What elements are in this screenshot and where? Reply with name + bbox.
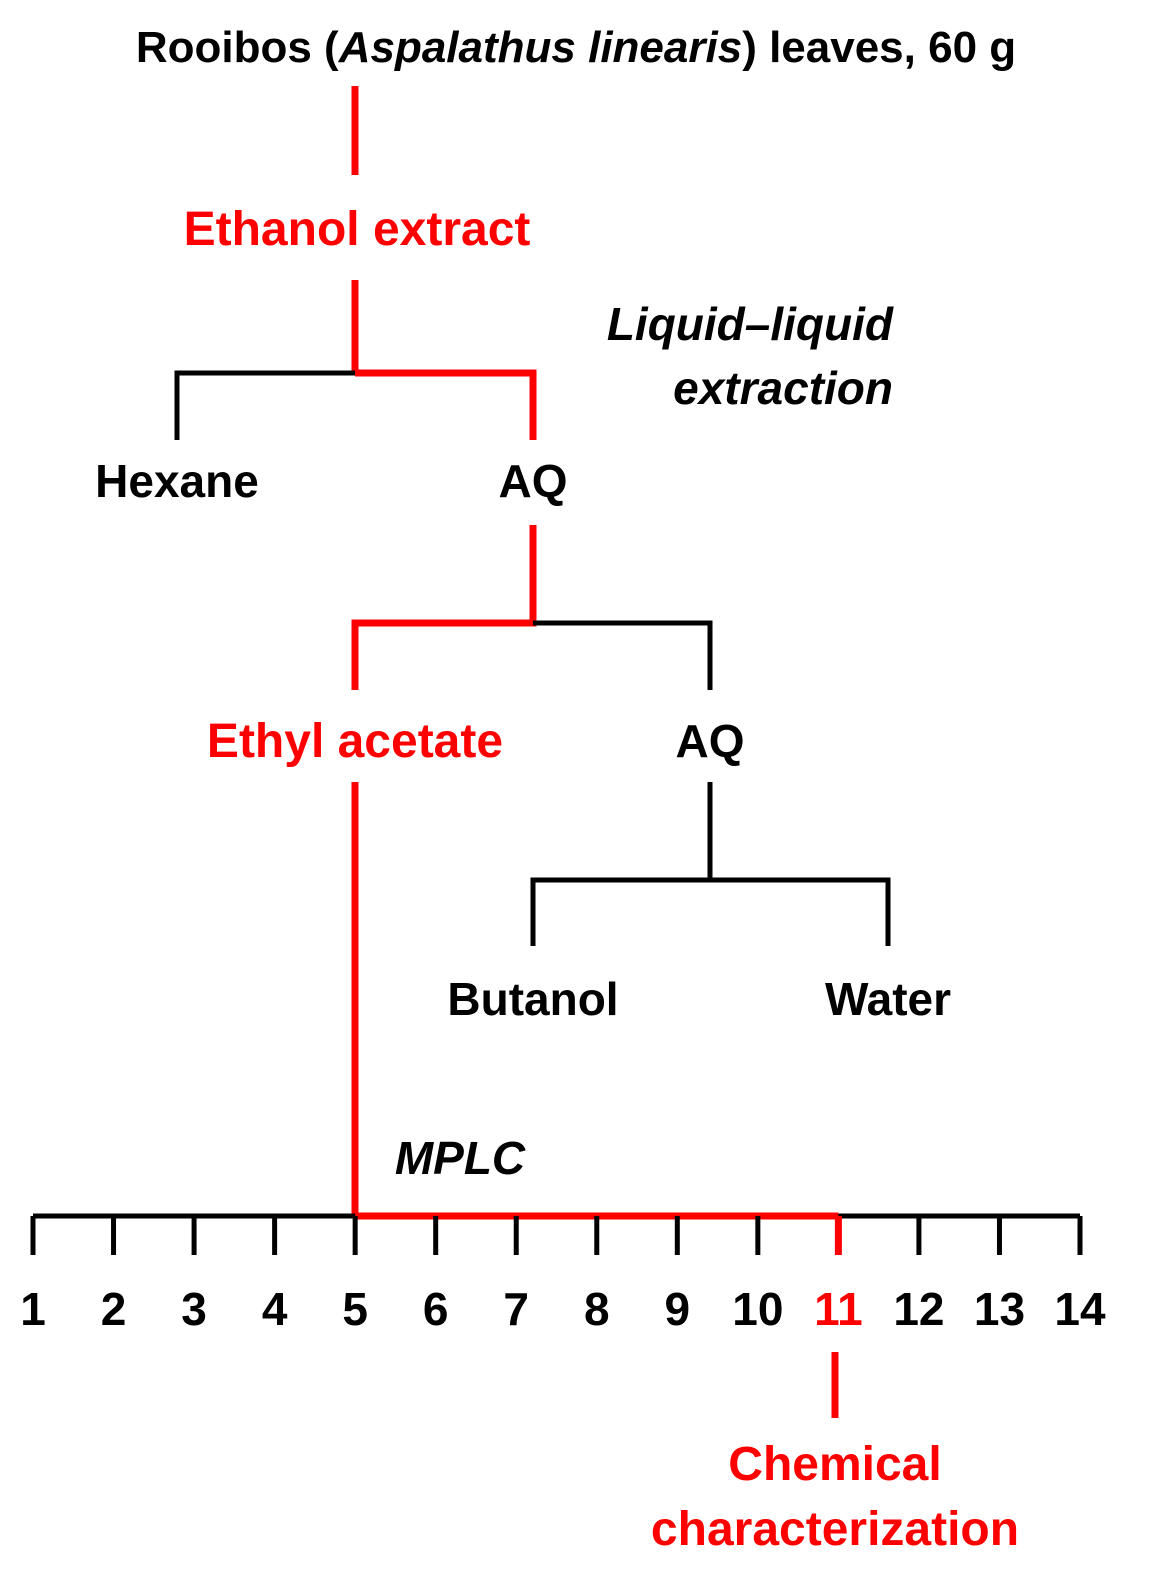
fraction-label: 3	[181, 1283, 207, 1335]
node-ethanol-extract: Ethanol extract	[184, 203, 531, 256]
fraction-label: 11	[814, 1283, 863, 1335]
node-aq-1: AQ	[499, 455, 568, 507]
fraction-label: 14	[1054, 1283, 1106, 1335]
fraction-label: 6	[423, 1283, 449, 1335]
red-branch-ethyl-acetate	[351, 525, 537, 690]
fraction-label: 5	[342, 1283, 368, 1335]
fraction-label: 10	[732, 1283, 783, 1335]
red-branch-aq-1	[355, 369, 537, 440]
title-suffix: ) leaves, 60 g	[742, 23, 1016, 72]
annotation-lle-line2: extraction	[673, 362, 893, 414]
black-branch-hexane	[174, 370, 355, 440]
title-species: Aspalathus linearis	[338, 23, 742, 72]
annotation-mplc: MPLC	[395, 1132, 526, 1184]
fraction-label: 4	[262, 1283, 288, 1335]
title-prefix: Rooibos (	[136, 23, 339, 72]
fraction-label: 2	[101, 1283, 127, 1335]
node-hexane: Hexane	[95, 455, 259, 507]
fraction-label: 12	[893, 1283, 944, 1335]
node-ethyl-acetate: Ethyl acetate	[207, 715, 503, 768]
fraction-label: 8	[584, 1283, 610, 1335]
node-butanol: Butanol	[447, 973, 618, 1025]
node-aq-2: AQ	[676, 715, 745, 767]
fraction-label: 7	[503, 1283, 529, 1335]
annotation-lle-line1: Liquid–liquid	[607, 298, 894, 350]
node-chemical-line2: characterization	[651, 1503, 1019, 1556]
fraction-label: 1	[20, 1283, 46, 1335]
node-chemical-line1: Chemical	[728, 1438, 941, 1491]
fraction-label: 13	[974, 1283, 1025, 1335]
diagram-title: Rooibos (Aspalathus linearis) leaves, 60…	[136, 23, 1016, 72]
black-branch-butanol-water	[530, 877, 891, 946]
fraction-label: 9	[665, 1283, 691, 1335]
node-water: Water	[825, 973, 951, 1025]
black-branch-aq-2	[533, 620, 713, 690]
